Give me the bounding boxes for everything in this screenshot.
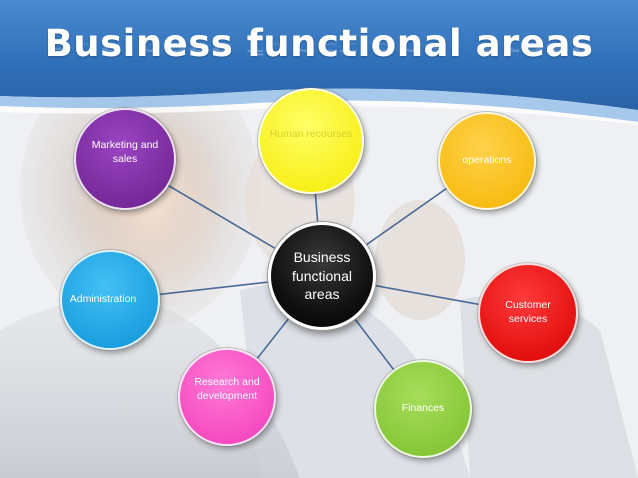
node-research-and-development: Research and development — [178, 348, 276, 446]
node-center-business-functional-areas: Business functional areas — [268, 222, 376, 330]
node-operations: operations — [438, 112, 536, 210]
node-label: Finances — [401, 402, 445, 415]
node-finances: Finances — [374, 360, 472, 458]
node-label: Customer services — [505, 299, 551, 325]
slide-title: Business functional areas — [44, 22, 594, 65]
node-label: Research and development — [194, 376, 260, 402]
node-label: operations — [462, 154, 512, 167]
node-administration: Administration — [60, 250, 160, 350]
node-label: Human recourses — [269, 128, 353, 141]
node-human-resources: Human recourses — [258, 88, 364, 194]
node-label: Administration — [69, 293, 137, 306]
node-label: Marketing and sales — [91, 139, 159, 165]
node-marketing-and-sales: Marketing and sales — [74, 108, 176, 210]
node-customer-services: Customer services — [478, 263, 578, 363]
header-band — [0, 0, 638, 125]
center-label: Business functional areas — [292, 248, 352, 303]
